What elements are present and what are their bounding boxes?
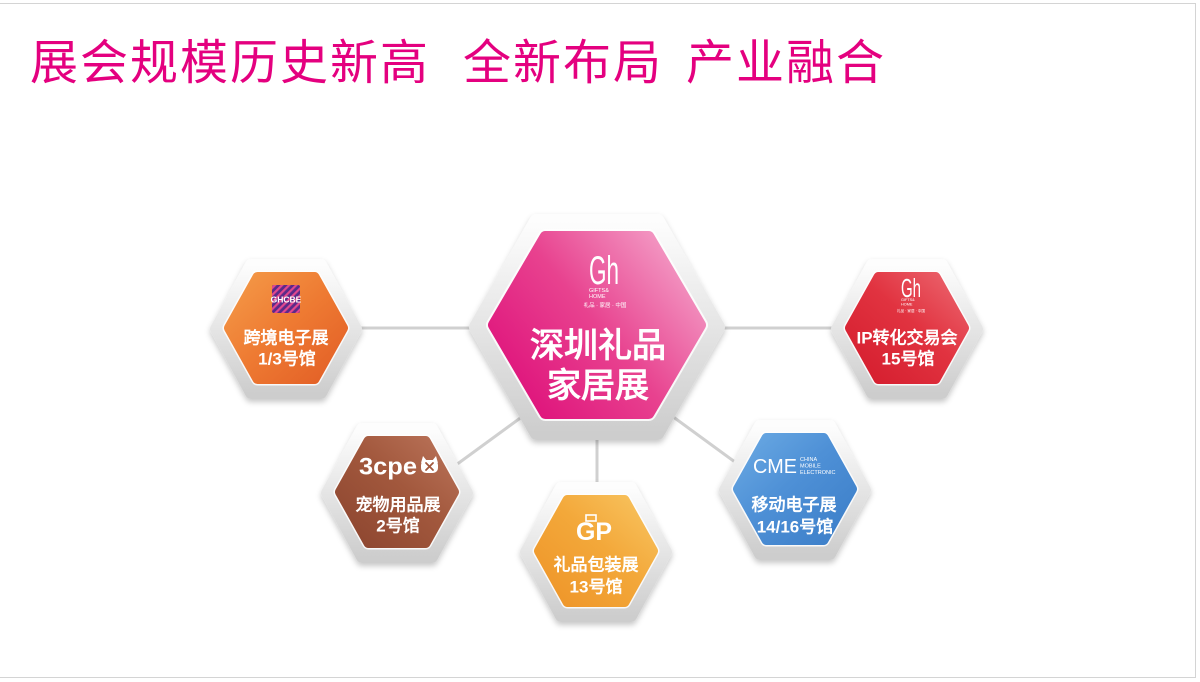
hub-name-line: 家居展 <box>547 367 649 405</box>
logo-subline: MOBILE <box>800 464 821 470</box>
title-segment: 产业融合 <box>686 37 887 90</box>
hall-node-cross-border-ecommerce: GHCBE 跨境电子展 1/3号馆 <box>210 259 362 399</box>
logo-mark: CME <box>753 456 797 478</box>
hall-name: IP转化交易会 <box>856 328 957 348</box>
logo-mark: GHCBE <box>271 295 302 305</box>
hall-number: 2号馆 <box>376 516 419 536</box>
hall-node-mobile-electronics: CME CHINA MOBILE ELECTRONIC 移动电子展 14/16号… <box>719 420 871 560</box>
logo-subline: ELECTRONIC <box>800 470 835 476</box>
hexagon-fill <box>845 272 969 384</box>
logo-tagline: 礼品 · 家居 · 中国 <box>897 308 925 313</box>
logo-brand-line: GIFTS& <box>589 288 609 294</box>
pet-face-icon <box>421 456 438 473</box>
hall-number: 13号馆 <box>570 577 623 597</box>
package-box-icon <box>585 514 597 522</box>
logo-subline: CHINA <box>800 457 817 463</box>
hall-node-gift-packaging: GP 礼品包装展 13号馆 <box>520 482 672 622</box>
hub-node-gifts-home: Gh GIFTS& HOME 礼品 · 家居 · 中国 深圳礼品 家居展 <box>469 214 725 440</box>
hall-number: 14/16号馆 <box>757 517 834 537</box>
logo-tagline: 礼品 · 家居 · 中国 <box>584 301 627 309</box>
hall-number: 15号馆 <box>882 349 935 369</box>
logo-brand-line: HOME <box>901 303 913 307</box>
hall-name: 跨境电子展 <box>244 328 329 348</box>
hall-name: 移动电子展 <box>752 495 837 515</box>
hall-name: 礼品包装展 <box>554 555 639 575</box>
logo-mark: GP <box>576 518 612 546</box>
hexagon-fill <box>488 231 706 419</box>
hub-name-line: 深圳礼品 <box>530 327 666 365</box>
logo-mark: 3cpe <box>359 454 417 481</box>
cme-logo: CME CHINA MOBILE ELECTRONIC <box>753 456 835 478</box>
title-segment: 展会规模历史新高 <box>30 37 431 90</box>
hall-node-pet-supplies: 3cpe 宠物用品展 2号馆 <box>321 423 473 563</box>
logo-badge <box>272 285 300 313</box>
hall-node-ip-trade-fair: Gh GIFTS& HOME 礼品 · 家居 · 中国 IP转化交易会 15号馆 <box>831 259 983 399</box>
3cpe-logo: 3cpe <box>359 454 438 481</box>
logo-brand-line: GIFTS& <box>901 298 915 302</box>
logo-mark: Gh <box>589 249 619 293</box>
hall-number: 1/3号馆 <box>258 349 316 369</box>
gp-logo: GP <box>576 514 612 546</box>
hall-name: 宠物用品展 <box>356 495 441 515</box>
slide-border <box>0 3 1196 678</box>
slide-title: 展会规模历史新高全新布局产业融合 <box>30 36 886 92</box>
logo-brand-line: HOME <box>589 294 606 300</box>
gifts-home-logo: Gh GIFTS& HOME 礼品 · 家居 · 中国 <box>584 249 627 309</box>
hexagon-fill <box>224 272 348 384</box>
hexagon-fill <box>733 433 857 545</box>
title-segment: 全新布局 <box>463 37 664 90</box>
hexagon-fill <box>534 495 658 607</box>
ghcbe-logo: GHCBE <box>271 285 302 313</box>
logo-mark: Gh <box>901 273 921 303</box>
gifts-home-logo: Gh GIFTS& HOME 礼品 · 家居 · 中国 <box>897 273 925 313</box>
